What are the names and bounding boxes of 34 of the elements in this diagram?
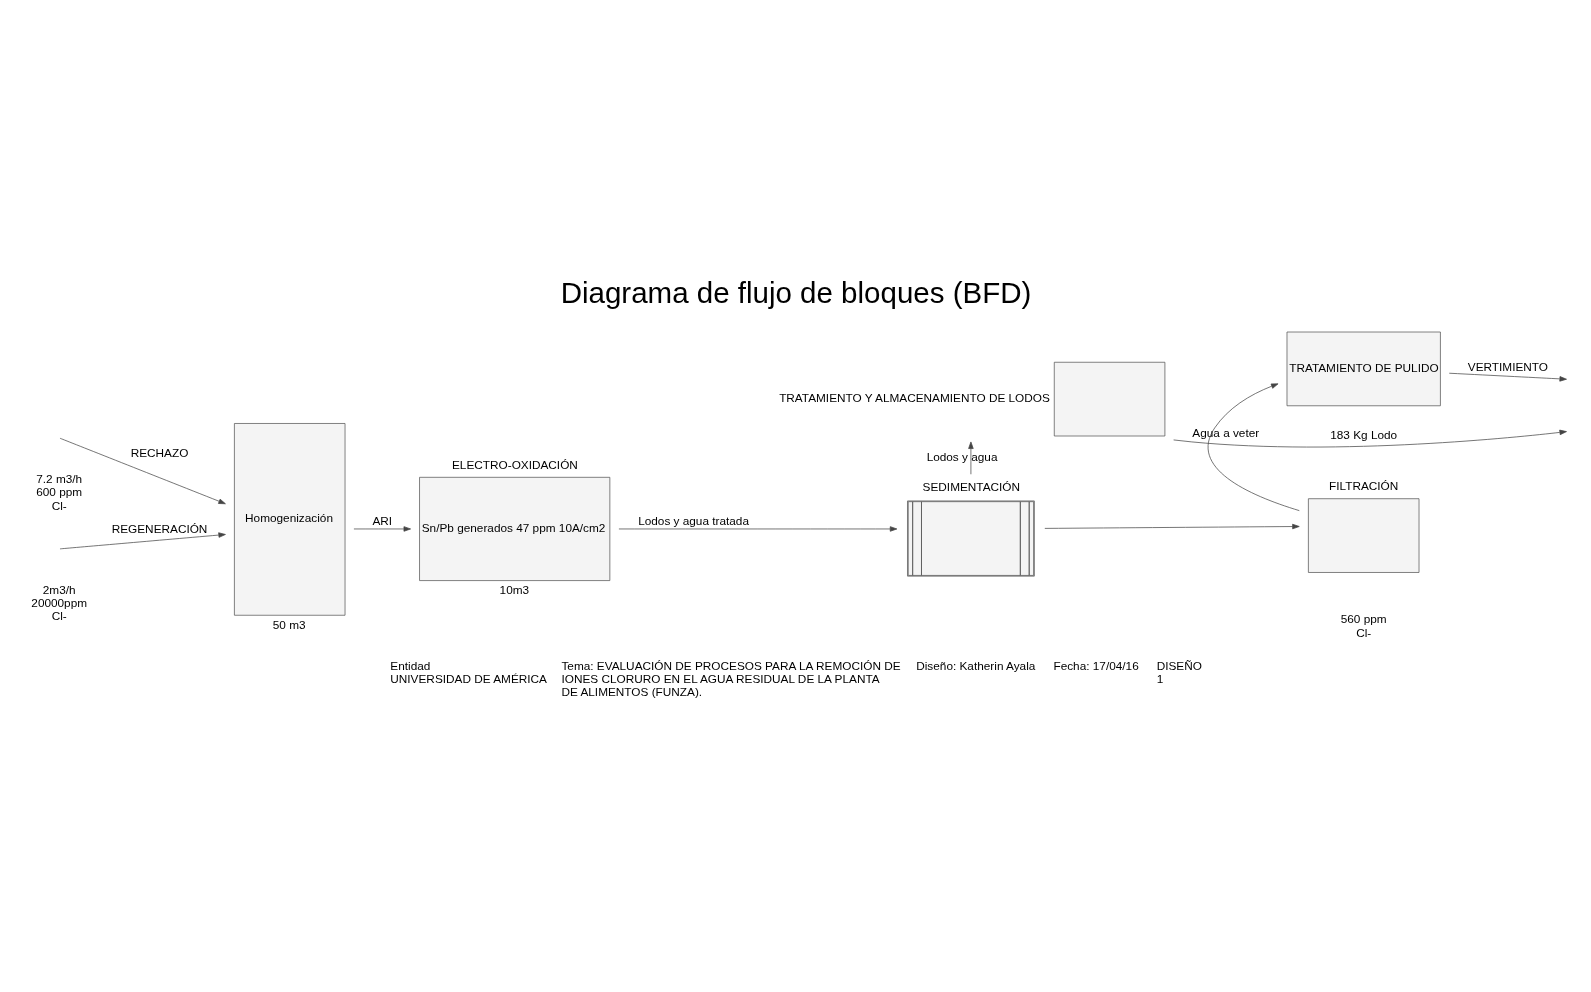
edge-label: Lodos y agua [926, 449, 997, 464]
edge-label: VERTIMIENTO [1467, 359, 1548, 374]
node-label: TRATAMIENTO Y ALMACENAMIENTO DE LODOS [778, 390, 1050, 405]
arrow [1207, 382, 1300, 511]
edge-label: Lodos y agua tratada [637, 513, 749, 528]
arrow [967, 441, 974, 475]
arrow [59, 531, 226, 549]
label: 560 ppm Cl- [1340, 611, 1387, 639]
arrow [1448, 372, 1567, 382]
edge-label: 183 Kg Lodo [1329, 427, 1397, 442]
node-label: FILTRACIÓN [1328, 478, 1398, 493]
edge-label: ARI [371, 513, 392, 528]
diagram-title: Diagrama de flujo de bloques (BFD) [560, 275, 1031, 308]
arrow [353, 525, 411, 532]
node-label: SEDIMENTACIÓN [922, 479, 1020, 494]
label: Diseño: Katherin Ayala [915, 658, 1035, 673]
label: DISEÑO [1156, 658, 1202, 673]
label: 7.2 m3/h 600 ppm Cl- [35, 471, 82, 513]
label: Fecha: 17/04/16 [1052, 658, 1139, 673]
arrow [1172, 429, 1567, 447]
label: Tema: EVALUACIÓN DE PROCESOS PARA LA REMOCIÓN DE IONES CLORURO EN EL AGUA RESIDUAL DE LA PLANTA DE ALIMENTOS (FUNZA). [560, 658, 901, 699]
arrow [59, 437, 226, 504]
label: UNIVERSIDAD DE AMÉRICA [389, 671, 547, 686]
label: 1 [1156, 671, 1163, 686]
node-label: 50 m3 [272, 617, 306, 632]
arrow [618, 525, 897, 532]
arrow [1043, 523, 1300, 529]
node-label: ELECTRO-OXIDACIÓN [451, 457, 578, 472]
label: Entidad [389, 658, 430, 673]
label: 2m3/h 20000ppm Cl- [30, 582, 87, 623]
edge-label: Agua a veter [1191, 425, 1259, 440]
node-label: 10m3 [499, 582, 529, 597]
edge-label: RECHAZO [130, 445, 188, 460]
edge-label: REGENERACIÓN [111, 521, 207, 536]
